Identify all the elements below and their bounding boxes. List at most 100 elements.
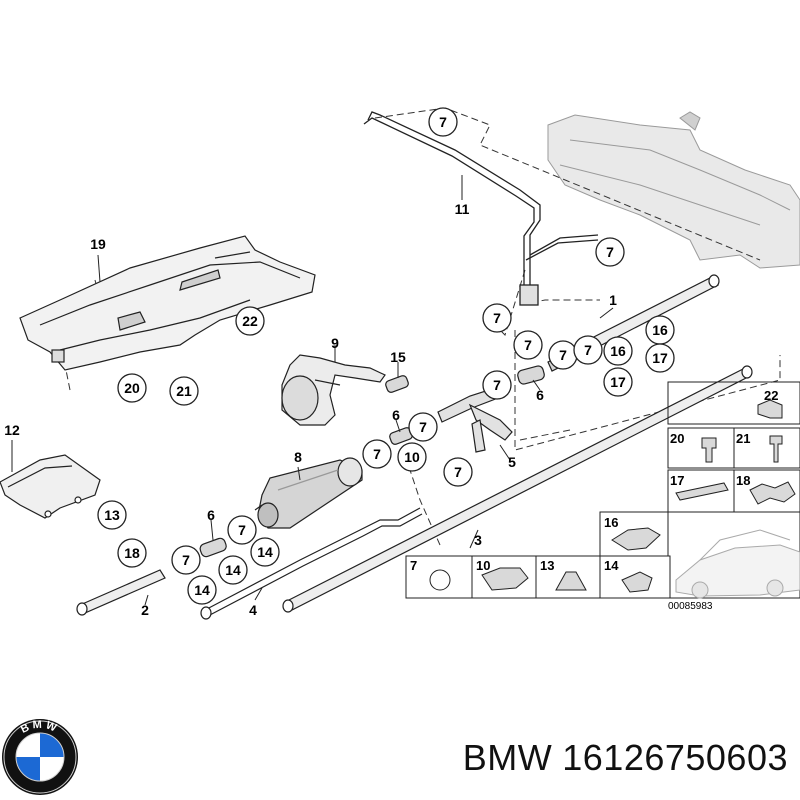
callout-circle	[595, 237, 625, 267]
callout-circle	[428, 107, 458, 137]
callout-16: 16	[610, 343, 626, 359]
callout-circle	[227, 515, 257, 545]
callouts	[97, 107, 675, 605]
clip-16-icon	[611, 527, 661, 551]
callout-circle	[482, 370, 512, 400]
callout-7: 7	[559, 347, 567, 363]
callout-circle	[408, 412, 438, 442]
callout-circle	[603, 367, 633, 397]
callout-circle	[250, 537, 280, 567]
rubber-mount-part	[385, 375, 409, 393]
inset-cell	[667, 381, 800, 425]
part-label-19: 19	[90, 236, 106, 252]
part-label-6-middle: 6	[392, 407, 400, 423]
return-line-part	[200, 507, 423, 620]
callout-7: 7	[454, 464, 462, 480]
small-shield-part	[0, 454, 101, 519]
inset-label-10: 10	[476, 558, 490, 573]
part-label-9: 9	[331, 335, 339, 351]
inset-label-16: 16	[604, 515, 618, 530]
callout-13: 13	[104, 507, 120, 523]
part-label-5: 5	[508, 454, 516, 470]
callout-18: 18	[124, 545, 140, 561]
inset-label-21: 21	[736, 431, 750, 446]
callout-17: 17	[652, 350, 668, 366]
screw-21-icon	[769, 435, 783, 463]
callout-circle	[97, 500, 127, 530]
inset-cell	[733, 427, 800, 469]
callout-circle	[397, 442, 427, 472]
brand-name: BMW	[462, 737, 553, 778]
callout-circle	[603, 336, 633, 366]
callout-circle	[443, 457, 473, 487]
leader-lines	[11, 175, 614, 606]
callout-circle	[218, 555, 248, 585]
callout-circle	[171, 545, 201, 575]
inset-label-7: 7	[410, 558, 417, 573]
supply-line-part	[76, 569, 166, 616]
callout-numbers: 7 7 7 7 7 7 7 7 7 7 7 7 10 13 14 14 14 1…	[104, 114, 668, 598]
logo-lettering: BMW	[19, 719, 58, 736]
main-fuel-line-part	[282, 365, 753, 613]
grommet-13-icon	[555, 571, 587, 591]
callout-14: 14	[194, 582, 210, 598]
bmw-logo: BMW	[2, 719, 78, 795]
part-label-3: 3	[474, 532, 482, 548]
inset-labels: 22 20 21 17 18 16 7 10 13 14	[410, 388, 778, 573]
callout-circle	[513, 330, 543, 360]
clip-22-icon	[757, 399, 783, 419]
callout-7: 7	[524, 337, 532, 353]
callout-10: 10	[404, 449, 420, 465]
callout-7: 7	[584, 342, 592, 358]
vent-line-part	[363, 111, 599, 306]
inset-label-22: 22	[764, 388, 778, 403]
part-label-6-upper: 6	[536, 387, 544, 403]
inset-car-illustration	[675, 529, 800, 599]
callout-20: 20	[124, 380, 140, 396]
expanding-nut-20-icon	[701, 437, 717, 463]
fuel-tank-illustration	[547, 111, 800, 269]
heat-shield-part	[19, 235, 316, 371]
part-number: 16126750603	[562, 737, 788, 778]
callout-circle	[169, 376, 199, 406]
part-label-2: 2	[141, 602, 149, 618]
hose-clamp-7-icon	[429, 569, 451, 591]
inset-cell	[405, 555, 671, 599]
fuel-filter-part	[254, 457, 363, 529]
inset-part-icons	[429, 399, 796, 593]
clip-10-icon	[481, 567, 529, 591]
callout-circle	[117, 538, 147, 568]
callout-7: 7	[493, 310, 501, 326]
part-labels: 1 2 3 4 5 6 6 6 8 9 11 12 15 19	[4, 201, 617, 618]
callout-21: 21	[176, 383, 192, 399]
inset-label-14: 14	[604, 558, 619, 573]
callout-circle	[482, 303, 512, 333]
callout-7: 7	[182, 552, 190, 568]
part-label-12: 12	[4, 422, 20, 438]
clip-17-icon	[675, 482, 729, 501]
callout-7: 7	[493, 377, 501, 393]
callout-14: 14	[257, 544, 273, 560]
inset-label-17: 17	[670, 473, 684, 488]
callout-17: 17	[610, 374, 626, 390]
svg-text:BMW: BMW	[19, 719, 61, 736]
callout-14: 14	[225, 562, 241, 578]
inset-label-13: 13	[540, 558, 554, 573]
part-label-8: 8	[294, 449, 302, 465]
bracket-part	[281, 354, 386, 426]
inset-label-18: 18	[736, 473, 750, 488]
callout-circle	[235, 306, 265, 336]
part-label-4: 4	[249, 602, 257, 618]
clip-14-icon	[621, 571, 653, 593]
callout-circle	[362, 439, 392, 469]
callout-7: 7	[238, 522, 246, 538]
part-label-15: 15	[390, 349, 406, 365]
inset-label-20: 20	[670, 431, 684, 446]
part-label-1: 1	[609, 292, 617, 308]
callout-7: 7	[606, 244, 614, 260]
part-label-11: 11	[455, 201, 470, 217]
diagram-reference-number: 00085983	[668, 601, 713, 612]
part-label-6-lower: 6	[207, 507, 215, 523]
